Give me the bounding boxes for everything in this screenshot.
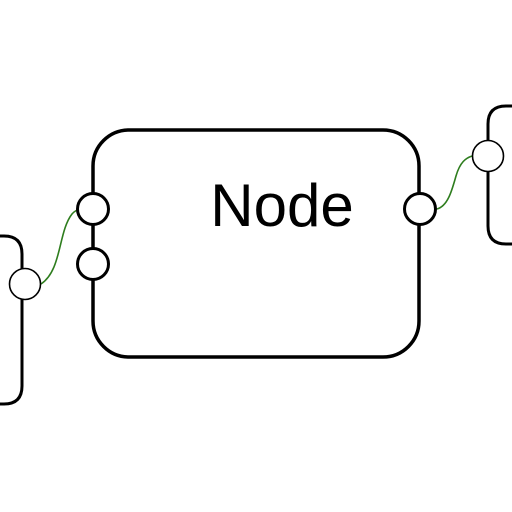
- output-port-1[interactable]: [403, 192, 437, 226]
- left-neighbor-output-port[interactable]: [8, 267, 42, 301]
- right-neighbor-input-port[interactable]: [471, 139, 505, 173]
- connection-wire-right[interactable]: [436, 155, 473, 210]
- main-node-body[interactable]: [91, 128, 421, 359]
- right-neighbor-node[interactable]: [486, 104, 512, 246]
- node-title: Node: [210, 172, 353, 239]
- input-port-2[interactable]: [76, 247, 110, 281]
- input-port-1[interactable]: [76, 192, 110, 226]
- left-neighbor-node[interactable]: [0, 234, 24, 406]
